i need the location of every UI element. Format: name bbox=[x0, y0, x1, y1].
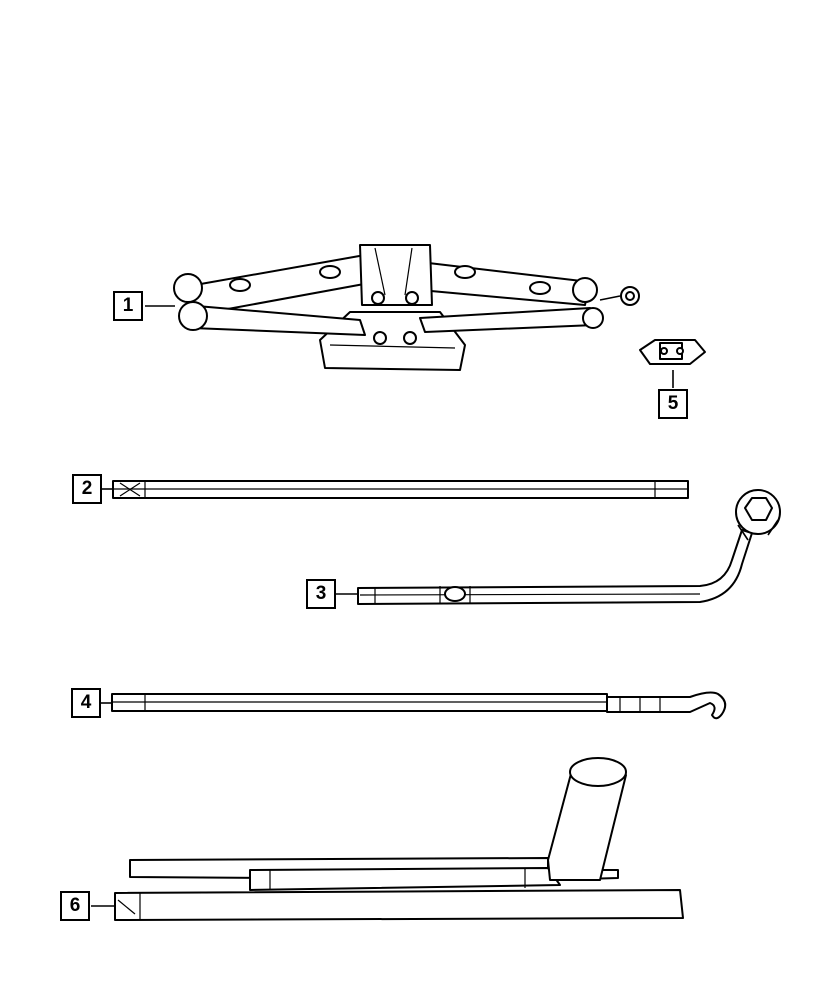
scissor-jack-drawing bbox=[173, 244, 640, 371]
jack-handle-hook-drawing bbox=[111, 691, 727, 720]
callout-5: 5 bbox=[658, 389, 688, 419]
leader-lines bbox=[91, 305, 674, 907]
jack-adapter-clip-drawing bbox=[639, 339, 706, 365]
extension-rod-drawing bbox=[112, 480, 689, 499]
wrench-and-handle-set-drawing bbox=[114, 757, 684, 921]
callout-2: 2 bbox=[72, 474, 102, 504]
callout-4: 4 bbox=[71, 688, 101, 718]
callout-6: 6 bbox=[60, 891, 90, 921]
lug-wrench-drawing bbox=[357, 489, 781, 605]
callout-3: 3 bbox=[306, 579, 336, 609]
callout-1: 1 bbox=[113, 291, 143, 321]
